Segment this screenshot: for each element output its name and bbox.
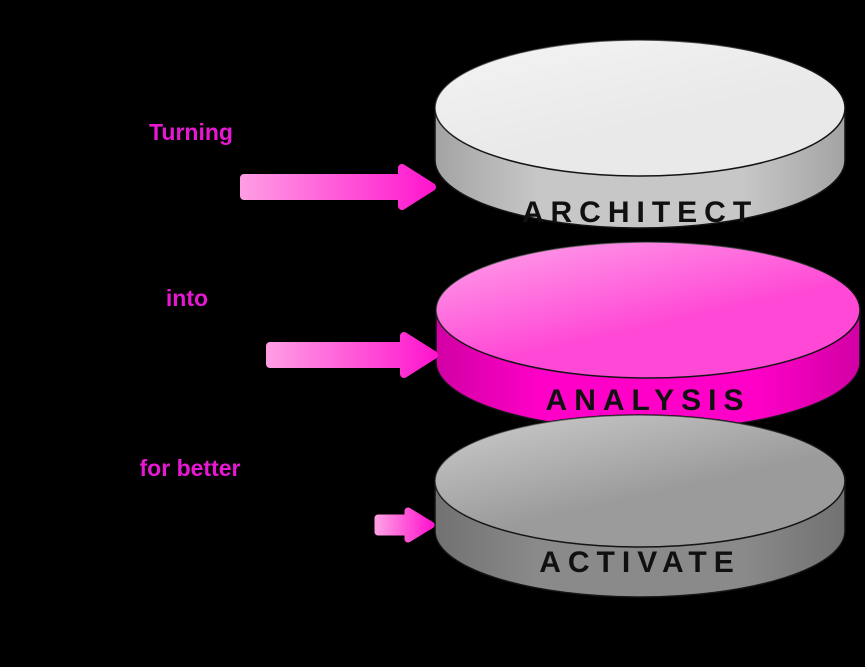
disc-architect-top-sheen (435, 40, 845, 176)
disc-analysis-top-sheen (436, 242, 860, 378)
label-turning: Turning (149, 119, 233, 145)
disc-activate: ACTIVATE (434, 414, 846, 598)
label-for-better: for better (140, 455, 241, 481)
arrow-right-small-icon (374, 507, 435, 543)
disc-activate-top-sheen (435, 415, 845, 547)
disc-architect: ARCHITECT (434, 39, 846, 229)
arrow-right-large-icon (240, 164, 436, 210)
disc-analysis: ANALYSIS (435, 241, 861, 431)
disc-activate-label: ACTIVATE (539, 546, 741, 579)
arrow-right-medium-icon (266, 332, 438, 378)
label-into: into (166, 285, 208, 311)
disc-analysis-label: ANALYSIS (546, 384, 751, 417)
disc-architect-label: ARCHITECT (522, 196, 758, 229)
